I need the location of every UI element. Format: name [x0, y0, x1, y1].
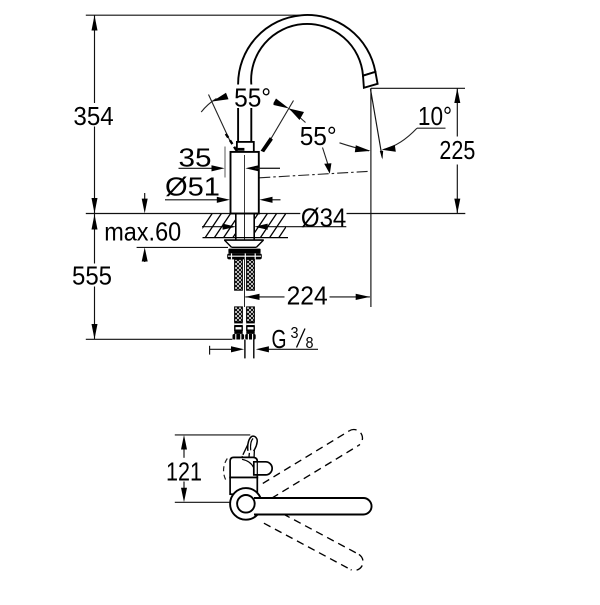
svg-text:555: 555 [72, 261, 112, 291]
svg-text:10°: 10° [418, 101, 452, 131]
svg-text:8: 8 [306, 335, 314, 352]
svg-text:G: G [272, 324, 287, 354]
svg-text:35: 35 [179, 142, 212, 172]
svg-text:Ø34: Ø34 [301, 202, 346, 232]
svg-text:121: 121 [166, 456, 202, 486]
svg-text:max.60: max.60 [104, 216, 181, 246]
svg-text:354: 354 [73, 101, 113, 131]
svg-text:3: 3 [291, 325, 299, 342]
svg-text:225: 225 [439, 135, 475, 165]
svg-text:224: 224 [287, 281, 328, 311]
svg-text:Ø51: Ø51 [165, 171, 220, 201]
svg-text:55°: 55° [300, 121, 337, 151]
svg-text:55°: 55° [234, 83, 271, 113]
